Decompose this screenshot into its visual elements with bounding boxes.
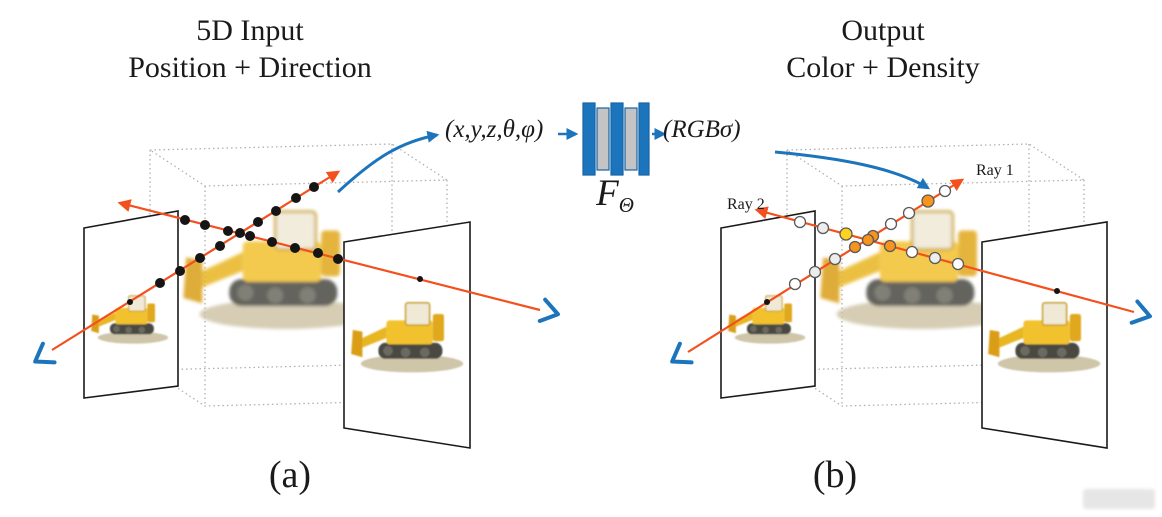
watermark bbox=[1083, 489, 1155, 509]
panel-b-cube bbox=[784, 143, 1087, 407]
network-symbol: F bbox=[596, 173, 619, 214]
panel-a-sample-points bbox=[127, 182, 423, 305]
panel-b-ray2-samples bbox=[793, 215, 965, 271]
ray2-label: Ray 2 bbox=[727, 196, 765, 213]
output-flow-arrow bbox=[774, 150, 931, 190]
mlp-network-icon bbox=[582, 102, 650, 176]
camera-arrow-icon bbox=[670, 299, 1152, 365]
input-5d-label: (x,y,z,θ,φ) bbox=[445, 116, 544, 143]
panel-b-plane-hit-points bbox=[764, 288, 1060, 305]
input-flow-arrow bbox=[336, 130, 440, 194]
panel-a-image-plane-right bbox=[343, 221, 471, 449]
ray1-label: Ray 1 bbox=[976, 162, 1014, 179]
panel-a-title-line1: 5D Input bbox=[196, 14, 304, 47]
panel-b-title: Output Color + Density bbox=[723, 12, 1043, 86]
camera-arrow-icon bbox=[33, 297, 560, 365]
panel-b-ray1-samples bbox=[788, 184, 952, 291]
panel-a-caption: (a) bbox=[268, 454, 312, 496]
panel-b-caption: (b) bbox=[812, 454, 858, 496]
panel-b-image-plane-right bbox=[981, 221, 1108, 449]
network-subscript: Θ bbox=[618, 193, 634, 217]
output-rgbsigma-label: (RGBσ) bbox=[663, 116, 741, 143]
panel-b-title-line1: Output bbox=[841, 14, 925, 47]
panel-b-title-line2: Color + Density bbox=[786, 51, 980, 84]
panel-a-rays bbox=[51, 170, 541, 351]
panel-a-title: 5D Input Position + Direction bbox=[90, 12, 410, 86]
panel-a-title-line2: Position + Direction bbox=[128, 51, 372, 84]
network-function-label: FΘ bbox=[580, 172, 650, 218]
